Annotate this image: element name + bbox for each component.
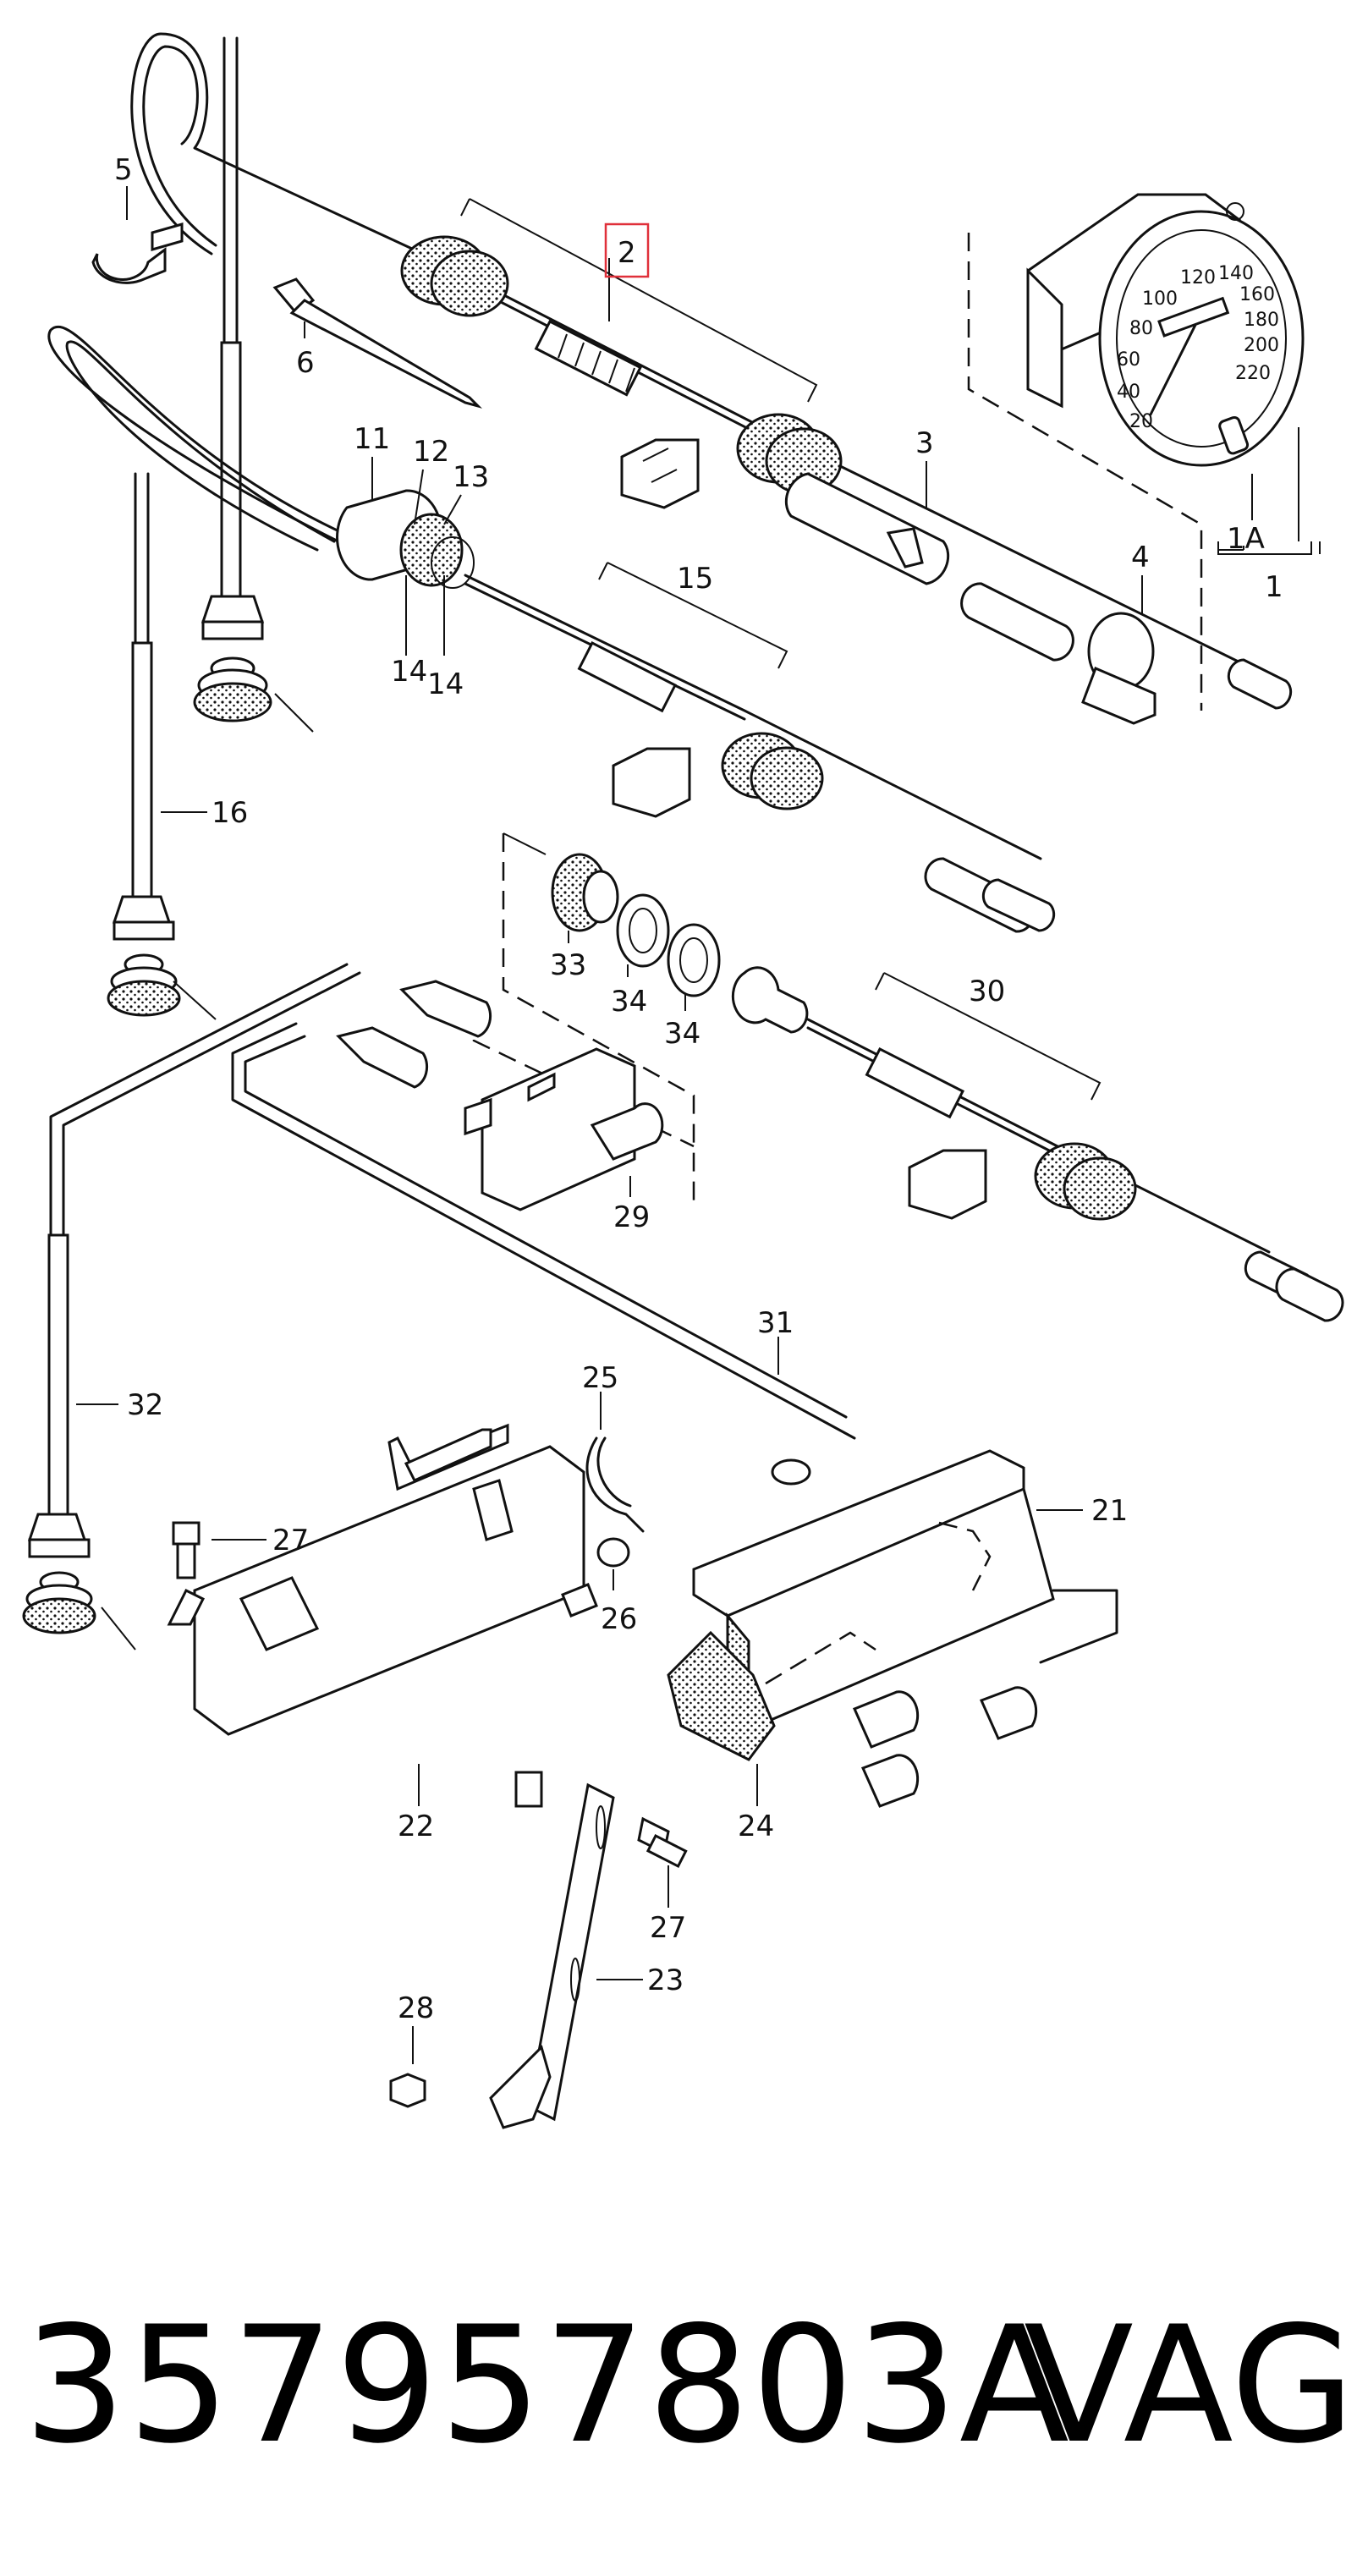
parts-diagram: 2 20 40 60 80 100 120 140 160 180 200 22… — [22, 32, 1344, 2129]
callout-32: 32 — [127, 1388, 163, 1422]
clamp-5 — [91, 222, 184, 284]
callout-21: 21 — [1091, 1494, 1128, 1528]
speedometer-scale: 20 40 60 80 100 120 140 160 180 200 220 — [1117, 263, 1279, 432]
svg-text:140: 140 — [1218, 263, 1254, 284]
mounting-bracket-22 — [167, 1423, 585, 1736]
connector-29 — [464, 1011, 695, 1211]
tubes-31-32 — [22, 963, 856, 1651]
part-number: 357957803A — [24, 2292, 1071, 2479]
svg-text:60: 60 — [1117, 349, 1140, 371]
svg-text:40: 40 — [1117, 382, 1140, 403]
callout-13: 13 — [453, 460, 489, 494]
callout-31: 31 — [757, 1306, 794, 1340]
svg-text:180: 180 — [1244, 310, 1279, 331]
callout-6: 6 — [296, 346, 315, 380]
callout-26: 26 — [601, 1602, 637, 1636]
callout-25: 25 — [582, 1361, 618, 1395]
callout-4: 4 — [1131, 541, 1150, 574]
pipe-fittings — [336, 980, 492, 1089]
seal-set — [502, 832, 721, 1201]
clip-25 — [585, 1436, 645, 1533]
svg-text:160: 160 — [1239, 284, 1275, 305]
callout-14b: 14 — [427, 667, 464, 701]
svg-text:100: 100 — [1142, 288, 1178, 310]
callout-11: 11 — [354, 422, 390, 456]
svg-text:220: 220 — [1235, 363, 1271, 384]
speedo-cable-left-vertical — [193, 36, 314, 733]
callout-29: 29 — [613, 1200, 650, 1234]
callout-3: 3 — [915, 426, 934, 460]
bushing-4 — [1081, 612, 1156, 725]
callout-33: 33 — [550, 948, 586, 982]
callout-14a: 14 — [391, 655, 427, 689]
callout-5: 5 — [114, 153, 133, 187]
callout-28: 28 — [398, 1991, 434, 2025]
svg-text:20: 20 — [1129, 411, 1153, 432]
speedometer — [1026, 193, 1305, 467]
nut-28 — [389, 2073, 426, 2108]
callout-12: 12 — [413, 435, 449, 469]
speedometer-dash-frame — [967, 233, 1203, 711]
callout-24: 24 — [738, 1810, 774, 1843]
svg-text:200: 200 — [1244, 335, 1279, 356]
callout-23: 23 — [647, 1964, 684, 1997]
callout-27b: 27 — [650, 1911, 686, 1945]
callout-2: 2 — [618, 236, 636, 270]
brand-label: VAG — [1024, 2292, 1355, 2479]
callout-16: 16 — [212, 796, 248, 830]
callout-34a: 34 — [611, 985, 647, 1019]
caption-bar: 357957803A VAG — [0, 2284, 1357, 2487]
callout-34b: 34 — [664, 1017, 700, 1051]
callout-1: 1 — [1265, 570, 1283, 604]
svg-text:80: 80 — [1129, 318, 1153, 339]
callout-15-bracket — [598, 562, 788, 669]
callout-15: 15 — [677, 562, 713, 596]
speedo-cable-30 — [731, 966, 1344, 1322]
bolt-27-lower — [637, 1816, 688, 1868]
speedo-cable-middle — [47, 325, 1056, 1017]
washer-26 — [561, 1537, 630, 1618]
callout-1a: 1A — [1227, 522, 1265, 556]
callout-30-bracket — [875, 972, 1102, 1101]
callout-2-bracket — [460, 198, 818, 403]
callout-27a: 27 — [272, 1524, 309, 1557]
speedo-cable-upper — [130, 32, 1293, 710]
callout-22: 22 — [398, 1810, 434, 1843]
svg-text:120: 120 — [1180, 267, 1216, 288]
callout-2-highlight-box — [604, 222, 650, 278]
bolt-27-upper — [172, 1521, 201, 1579]
control-unit-21 — [667, 1449, 1118, 1808]
strap-23 — [489, 1771, 615, 2129]
callout-30: 30 — [969, 975, 1005, 1008]
cable-tie-6 — [272, 277, 483, 409]
